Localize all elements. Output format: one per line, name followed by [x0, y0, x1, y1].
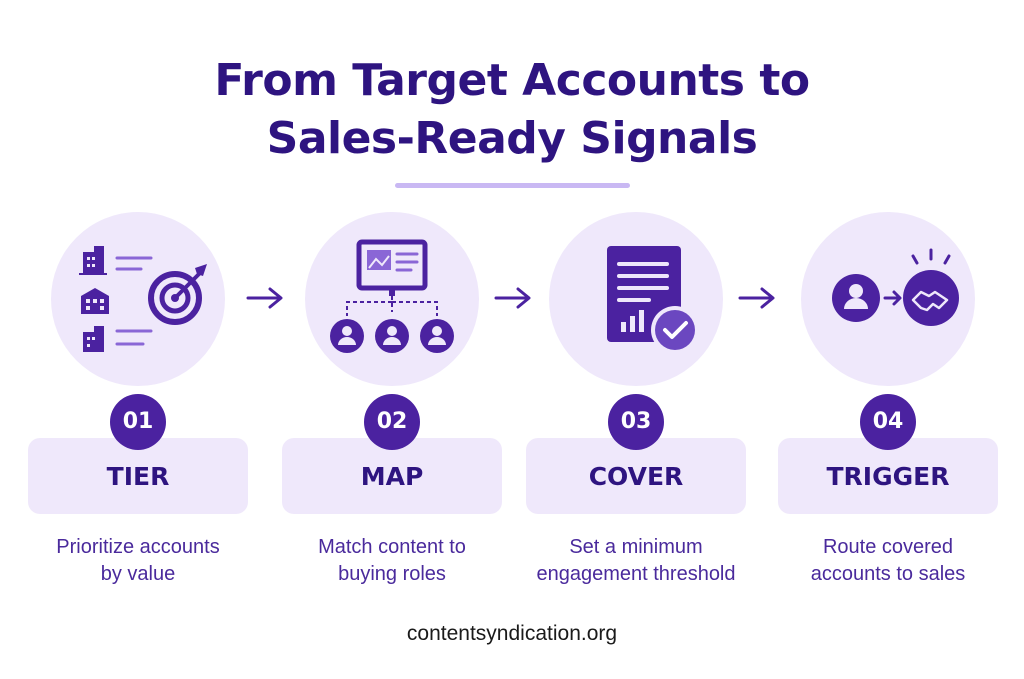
step-label-box: [778, 438, 998, 514]
arrow-right-icon: [738, 287, 775, 309]
title-line-2: Sales-Ready Signals: [266, 113, 758, 164]
step-description-line-1: Prioritize accounts: [56, 536, 220, 558]
step-description: Match content to buying roles: [272, 534, 512, 588]
step-number-badge: 01: [110, 394, 166, 450]
content-to-people-icon: [330, 239, 454, 353]
arrow-right-icon: [494, 287, 531, 309]
step-description-line-1: Match content to: [318, 536, 466, 558]
step-description-line-1: Route covered: [822, 536, 954, 558]
step-icon-circle: [801, 212, 975, 386]
step-description-line-1: Set a minimum: [569, 536, 703, 558]
step-number-badge: 02: [364, 394, 420, 450]
step-label: MAP: [360, 462, 424, 491]
step-label: TIER: [106, 462, 170, 491]
step-description-line-2: accounts to sales: [810, 563, 966, 585]
step-description-line-2: buying roles: [338, 563, 446, 585]
step-description-line-2: by value: [100, 563, 176, 585]
arrow-right-icon: [246, 287, 283, 309]
step-label-box: [526, 438, 746, 514]
step-tier: 01 TIER Prioritize accounts by value: [28, 0, 248, 679]
step-description: Set a minimum engagement threshold: [516, 534, 756, 588]
page-title: From Target Accounts to Sales-Ready Sign…: [0, 52, 1024, 168]
buildings-target-icon: [79, 246, 207, 352]
step-label: COVER: [588, 462, 684, 491]
footer-site-url: contentsyndication.org: [406, 622, 618, 645]
step-number-badge: 04: [860, 394, 916, 450]
person-handshake-icon: [832, 248, 959, 326]
step-description: Prioritize accounts by value: [18, 534, 258, 588]
step-icon-circle: [549, 212, 723, 386]
step-icon-circle: [305, 212, 479, 386]
step-label-box: [28, 438, 248, 514]
step-description-line-2: engagement threshold: [536, 563, 736, 585]
document-check-icon: [607, 246, 699, 354]
title-underline: [395, 183, 630, 188]
step-label: TRIGGER: [826, 462, 950, 491]
step-trigger: 04 TRIGGER Route covered accounts to sal…: [778, 0, 998, 679]
step-number-badge: 03: [608, 394, 664, 450]
step-icon-circle: [51, 212, 225, 386]
title-line-1: From Target Accounts to: [214, 55, 810, 106]
step-description: Route covered accounts to sales: [768, 534, 1008, 588]
step-map: 02 MAP Match content to buying roles: [282, 0, 502, 679]
step-cover: 03 COVER Set a minimum engagement thresh…: [526, 0, 746, 679]
step-label-box: [282, 438, 502, 514]
